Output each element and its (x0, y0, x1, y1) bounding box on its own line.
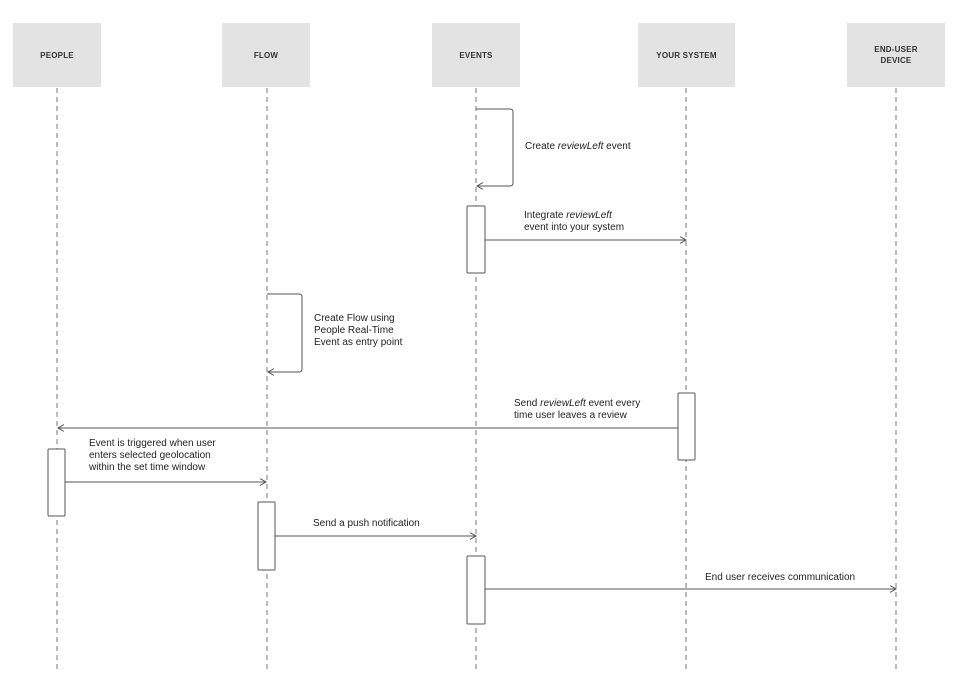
actor-your-system: YOUR SYSTEM (638, 23, 735, 87)
actor-end-user-device: END-USER DEVICE (847, 23, 945, 87)
label-create-flow: Create Flow using People Real-Time Event… (314, 313, 402, 349)
label-text: within the set time window (89, 462, 206, 473)
actor-label: EVENTS (459, 50, 493, 60)
label-event-name: reviewLeft (566, 210, 612, 221)
activation-events-1 (466, 205, 486, 274)
label-text: Event is triggered when user (89, 438, 216, 449)
activation-events-2 (466, 555, 486, 625)
label-text: Create Flow using (314, 313, 395, 324)
label-text: time user leaves a review (514, 410, 627, 421)
actor-people: PEOPLE (13, 23, 101, 87)
actor-label: END-USER DEVICE (874, 45, 918, 65)
label-end-user-receives: End user receives communication (705, 572, 855, 584)
label-event-name: reviewLeft (557, 141, 604, 152)
actor-label: YOUR SYSTEM (656, 50, 717, 60)
activation-system-1 (677, 392, 696, 461)
label-text: event (603, 141, 631, 152)
actor-label: FLOW (253, 50, 279, 60)
self-arrow-flow (267, 293, 303, 372)
label-text: Send a push notification (313, 518, 420, 529)
actor-label: PEOPLE (40, 50, 74, 60)
label-text: People Real-Time (314, 325, 394, 336)
label-text: Event as entry point (314, 337, 403, 348)
label-push-notification: Send a push notification (313, 518, 420, 530)
label-text: Send (514, 398, 541, 409)
label-event-name: reviewLeft (540, 398, 586, 409)
self-arrow-events (476, 108, 514, 186)
label-create-event: Create reviewLeft event (525, 141, 631, 153)
label-text: enters selected geolocation (89, 450, 211, 461)
activation-flow-1 (257, 501, 276, 571)
label-text: Create (525, 141, 558, 152)
actor-events: EVENTS (432, 23, 520, 87)
label-integrate-event: Integrate reviewLeft event into your sys… (524, 210, 624, 234)
actor-flow: FLOW (222, 23, 310, 87)
label-text: End user receives communication (705, 572, 856, 583)
label-text: Integrate (524, 210, 567, 221)
label-event-triggered: Event is triggered when user enters sele… (89, 438, 216, 474)
label-text: event into your system (524, 222, 625, 233)
label-send-event: Send reviewLeft event every time user le… (514, 398, 640, 422)
activation-people-1 (47, 448, 66, 517)
label-text: event every (585, 398, 641, 409)
